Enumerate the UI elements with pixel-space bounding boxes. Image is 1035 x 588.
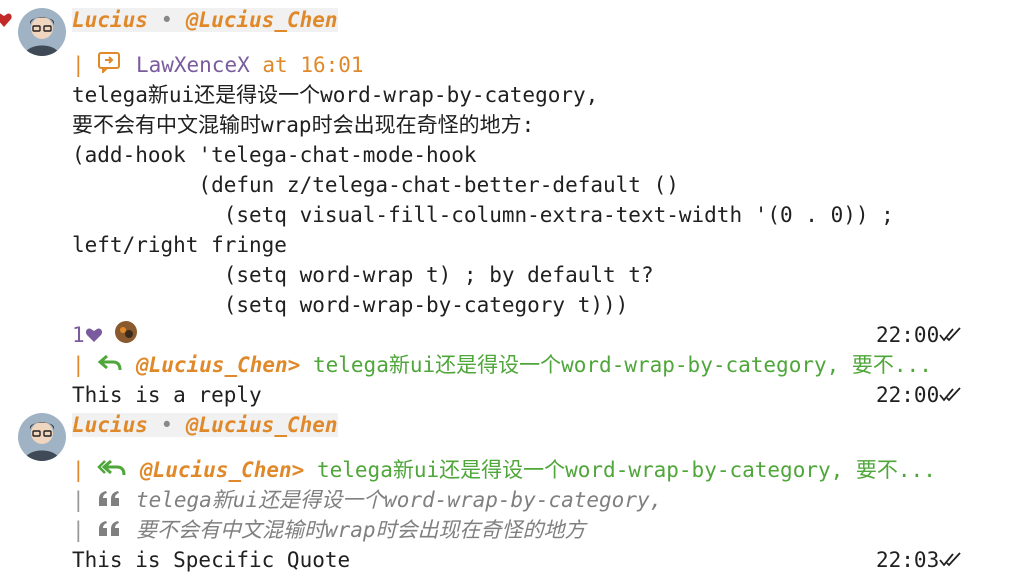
avatar[interactable] <box>18 413 66 461</box>
reply-icon <box>97 351 123 381</box>
message-body-line: (add-hook 'telega-chat-mode-hook <box>72 143 477 167</box>
message-body-line: left/right fringe <box>72 233 287 257</box>
message-body-line: telega新ui还是得设一个word-wrap-by-category, <box>72 83 599 107</box>
quote-text: telega新ui还是得设一个word-wrap-by-category, <box>135 488 663 512</box>
message-body: This is a reply <box>72 383 262 407</box>
reply-to-name[interactable]: @Lucius_Chen> <box>135 353 301 377</box>
message-meta: 22:03 <box>876 545 963 576</box>
reply-header[interactable]: | @Lucius_Chen> telega新ui还是得设一个word-wrap… <box>72 350 932 381</box>
message-body-line: (setq word-wrap-by-category t))) <box>72 293 629 317</box>
message-time: 22:00 <box>876 323 940 347</box>
header-separator: • <box>160 8 174 32</box>
message-time: 22:00 <box>876 383 940 407</box>
message-meta: 22:00 <box>876 380 963 411</box>
forward-from-name[interactable]: LawXenceX <box>135 53 250 77</box>
message-body-line: (setq word-wrap t) ; by default t? <box>72 263 654 287</box>
reply-preview[interactable]: telega新ui还是得设一个word-wrap-by-category, 要不… <box>316 458 936 482</box>
sender-name[interactable]: Lucius <box>72 413 148 437</box>
message-body-line: (defun z/telega-chat-better-default () <box>72 173 679 197</box>
header-separator: • <box>160 413 174 437</box>
avatar[interactable] <box>18 8 66 56</box>
reply-preview[interactable]: telega新ui还是得设一个word-wrap-by-category, 要不… <box>312 353 932 377</box>
reply-header[interactable]: | @Lucius_Chen> telega新ui还是得设一个word-wrap… <box>72 455 936 486</box>
message-time: 22:03 <box>876 548 940 572</box>
reactions[interactable]: 1 <box>72 320 138 351</box>
double-check-icon <box>939 546 963 576</box>
sender-name[interactable]: Lucius <box>72 8 148 32</box>
double-check-icon <box>939 381 963 411</box>
quote-line: | 要不会有中文混输时wrap时会出现在奇怪的地方 <box>72 515 586 546</box>
forward-time: at 16:01 <box>262 53 364 77</box>
heart-icon[interactable] <box>85 321 103 351</box>
quote-line: | telega新ui还是得设一个word-wrap-by-category, <box>72 485 662 516</box>
quote-text: 要不会有中文混输时wrap时会出现在奇怪的地方 <box>135 518 586 542</box>
message-header: Lucius • @Lucius_Chen <box>72 5 338 35</box>
message-body-line: (setq visual-fill-column-extra-text-widt… <box>72 203 894 227</box>
message-header: Lucius • @Lucius_Chen <box>72 410 338 440</box>
unread-heart-icon <box>0 10 12 34</box>
forward-icon <box>97 51 123 81</box>
reply-to-name[interactable]: @Lucius_Chen> <box>139 458 305 482</box>
double-check-icon <box>939 321 963 351</box>
quote-icon <box>97 516 123 546</box>
message-meta: 22:00 <box>876 320 963 351</box>
reply-all-icon <box>97 456 127 486</box>
reaction-count: 1 <box>72 323 85 347</box>
reactor-avatar[interactable] <box>115 321 138 351</box>
sender-username[interactable]: @Lucius_Chen <box>185 8 338 32</box>
message-body: This is Specific Quote <box>72 548 351 572</box>
quote-icon <box>97 486 123 516</box>
sender-username[interactable]: @Lucius_Chen <box>185 413 338 437</box>
message-body-line: 要不会有中文混输时wrap时会出现在奇怪的地方: <box>72 113 535 137</box>
forward-header: | LawXenceX at 16:01 <box>72 50 364 81</box>
